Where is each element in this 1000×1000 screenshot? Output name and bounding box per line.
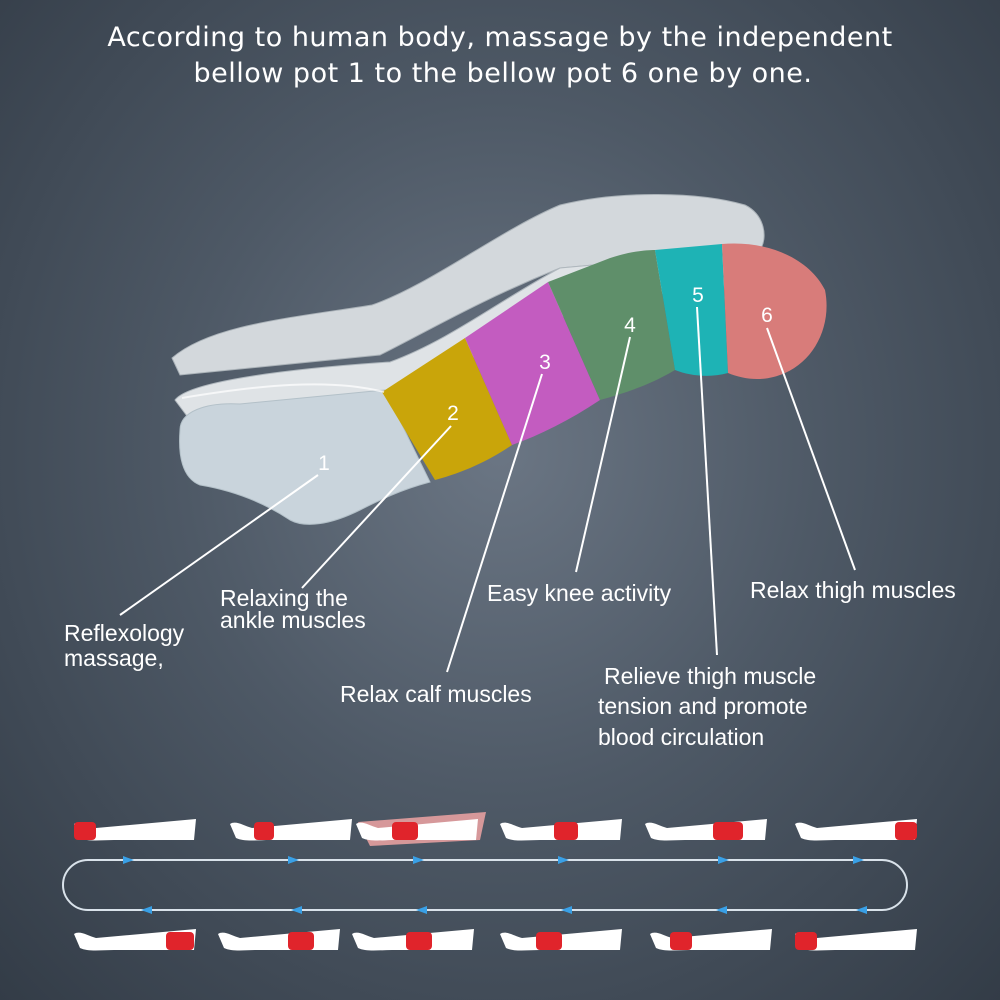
leg-icon-bottom-5: [650, 929, 772, 951]
label-pot-3: Relax calf muscles: [340, 681, 532, 707]
cycle-arrow-top-6: [853, 856, 864, 864]
leg-icon-top-3: [356, 812, 486, 846]
leg-icon-bottom-4: [500, 929, 622, 951]
leg-icon-top-2-silhouette: [230, 819, 352, 841]
bellow-pot-3-shape: [465, 282, 600, 445]
leg-icon-bottom-4-active-zone: [536, 932, 562, 950]
leg-icon-bottom-6: [795, 929, 917, 951]
leader-line-3: [446, 373, 543, 673]
leg-icon-bottom-2: [218, 929, 340, 951]
cycle-arrows: [123, 856, 867, 914]
cycle-arrow-top-5: [718, 856, 729, 864]
cycle-arrow-top-3: [413, 856, 424, 864]
cycle-arrow-bottom-2: [716, 906, 727, 914]
leg-icon-bottom-3-active-zone: [406, 932, 432, 950]
label-pot-5-line-3: blood circulation: [598, 724, 764, 750]
leg-icon-bottom-2-silhouette: [218, 929, 340, 951]
cycle-arrow-bottom-1: [856, 906, 867, 914]
leg-icon-top-4-active-zone: [554, 822, 578, 840]
cycle-arrow-bottom-3: [561, 906, 572, 914]
cycle-arrow-bottom-5: [291, 906, 302, 914]
leg-icon-bottom-1-silhouette: [74, 929, 196, 951]
leg-icon-bottom-2-active-zone: [288, 932, 314, 950]
label-pot-4: Easy knee activity: [487, 580, 672, 606]
leg-massager-device: [171, 194, 827, 525]
label-pot-5-line-1: Relieve thigh muscle: [604, 663, 816, 689]
heading-line-1: According to human body, massage by the …: [107, 22, 892, 53]
label-pot-2-line-2: ankle muscles: [220, 607, 366, 633]
bellow-pot-1-shape: [179, 389, 431, 525]
pot-number-2: 2: [447, 402, 459, 425]
label-pot-5: Relieve thigh muscle tension and promote…: [598, 663, 816, 750]
leg-icon-row-top: [74, 812, 917, 846]
label-pot-2-line-1: Relaxing the: [220, 585, 348, 611]
cycle-arrow-top-2: [288, 856, 299, 864]
massage-cycle-diagram: [62, 812, 917, 951]
cycle-arrow-top-1: [123, 856, 134, 864]
bellow-pot-5-shape: [655, 244, 728, 376]
cycle-arrow-bottom-4: [416, 906, 427, 914]
leg-icon-top-1: [74, 819, 196, 841]
cycle-arrow-top-4: [558, 856, 569, 864]
label-pot-4-line-1: Easy knee activity: [487, 580, 672, 606]
leader-line-6: [766, 327, 856, 571]
leg-icon-bottom-6-active-zone: [795, 932, 817, 950]
label-pot-2: Relaxing the ankle muscles: [220, 585, 366, 633]
leg-icon-top-5: [645, 819, 767, 841]
pot-number-1: 1: [318, 452, 330, 475]
leg-icon-bottom-1: [74, 929, 196, 951]
leader-line-1: [119, 474, 319, 616]
pot-number-3: 3: [539, 351, 551, 374]
leg-icon-top-5-silhouette: [645, 819, 767, 841]
pot-number-5: 5: [692, 284, 704, 307]
leg-icon-bottom-6-silhouette: [795, 929, 917, 951]
leg-icon-top-4: [500, 819, 622, 841]
leader-line-5: [696, 306, 718, 656]
label-pot-6: Relax thigh muscles: [750, 577, 956, 603]
leg-icon-bottom-5-active-zone: [670, 932, 692, 950]
leg-icon-top-2-active-zone: [254, 822, 274, 840]
leader-lines: [119, 306, 856, 673]
label-pot-6-line-1: Relax thigh muscles: [750, 577, 956, 603]
pot-number-6: 6: [761, 304, 773, 327]
leg-icon-bottom-1-active-zone: [166, 932, 194, 950]
leg-icon-top-6-active-zone: [895, 822, 917, 840]
leg-icon-bottom-3: [352, 929, 474, 951]
leg-icon-top-3-active-zone: [392, 822, 418, 840]
leg-icon-top-1-active-zone: [74, 822, 96, 840]
leg-icon-top-5-active-zone: [713, 822, 743, 840]
bellow-pot-6-shape: [722, 243, 827, 380]
bellow-pot-4-shape: [548, 250, 675, 400]
bellow-pot-2-shape: [382, 338, 512, 480]
label-pot-5-line-2: tension and promote: [598, 693, 808, 719]
label-pot-1: Reflexology massage,: [64, 620, 185, 671]
device-seam: [181, 383, 385, 399]
leader-line-4: [575, 336, 631, 573]
device-back-layer: [171, 194, 765, 376]
leg-icon-bottom-5-silhouette: [650, 929, 772, 951]
label-pot-1-line-2: massage,: [64, 645, 164, 671]
heading-line-2: bellow pot 1 to the bellow pot 6 one by …: [194, 58, 813, 89]
leg-icon-top-6: [795, 819, 917, 841]
label-pot-3-line-1: Relax calf muscles: [340, 681, 532, 707]
label-pot-1-line-1: Reflexology: [64, 620, 185, 646]
pot-number-4: 4: [624, 314, 636, 337]
leg-icon-top-6-silhouette: [795, 819, 917, 841]
leg-icon-top-1-silhouette: [74, 819, 196, 841]
cycle-arrow-bottom-6: [141, 906, 152, 914]
leader-line-2: [301, 425, 452, 589]
leg-icon-top-2: [230, 819, 352, 841]
cycle-track-loop: [62, 859, 908, 911]
leg-icon-row-bottom: [74, 929, 917, 951]
